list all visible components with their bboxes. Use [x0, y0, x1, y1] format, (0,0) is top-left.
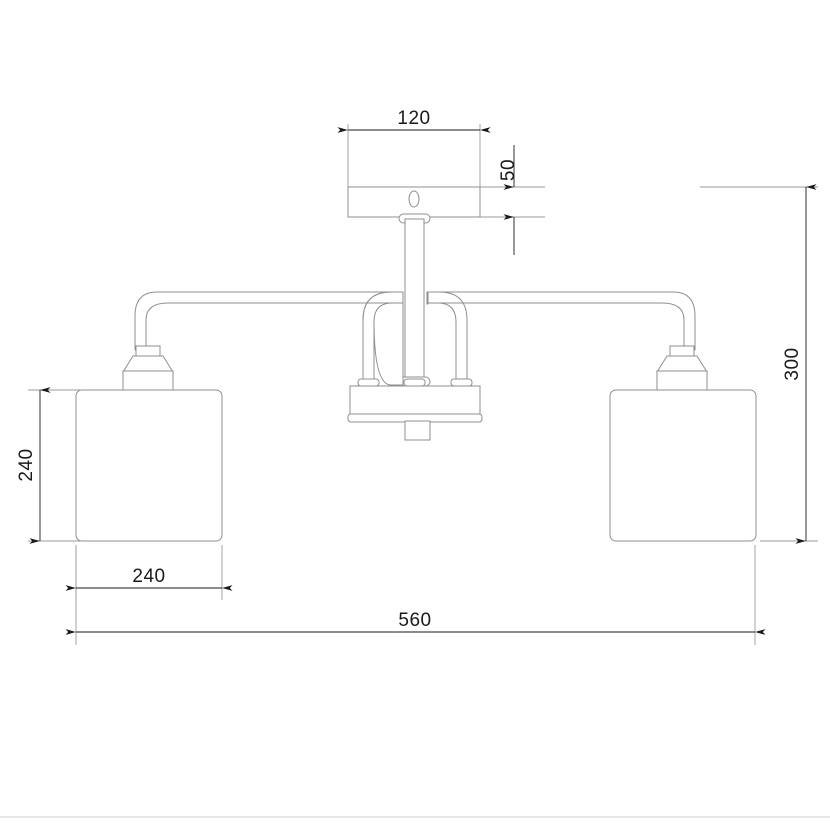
dimension-value-300: 300: [782, 347, 803, 380]
dimension-total-width: 560: [65, 610, 766, 635]
left-lamp-shade-assembly: [75, 345, 223, 542]
dimension-canopy-height: 50: [498, 145, 519, 255]
right-lamp-shade-assembly: [609, 345, 757, 542]
dimension-value-240-width: 240: [132, 566, 165, 587]
dimension-shade-height: 240: [16, 387, 51, 544]
dimension-canopy-width: 120: [337, 108, 491, 133]
ceiling-canopy-plate: [347, 186, 481, 218]
dimension-value-560: 560: [398, 610, 431, 631]
left-curved-arm: [134, 291, 404, 387]
central-hub-body: [347, 378, 483, 441]
dimension-total-height: 300: [782, 184, 817, 544]
dimension-value-240-height: 240: [16, 448, 37, 481]
dimension-value-50: 50: [498, 159, 519, 181]
central-stem-tube: [398, 213, 431, 387]
dimension-shade-width: 240: [65, 566, 233, 591]
right-curved-arm: [426, 291, 696, 387]
dimension-value-120: 120: [397, 108, 430, 129]
